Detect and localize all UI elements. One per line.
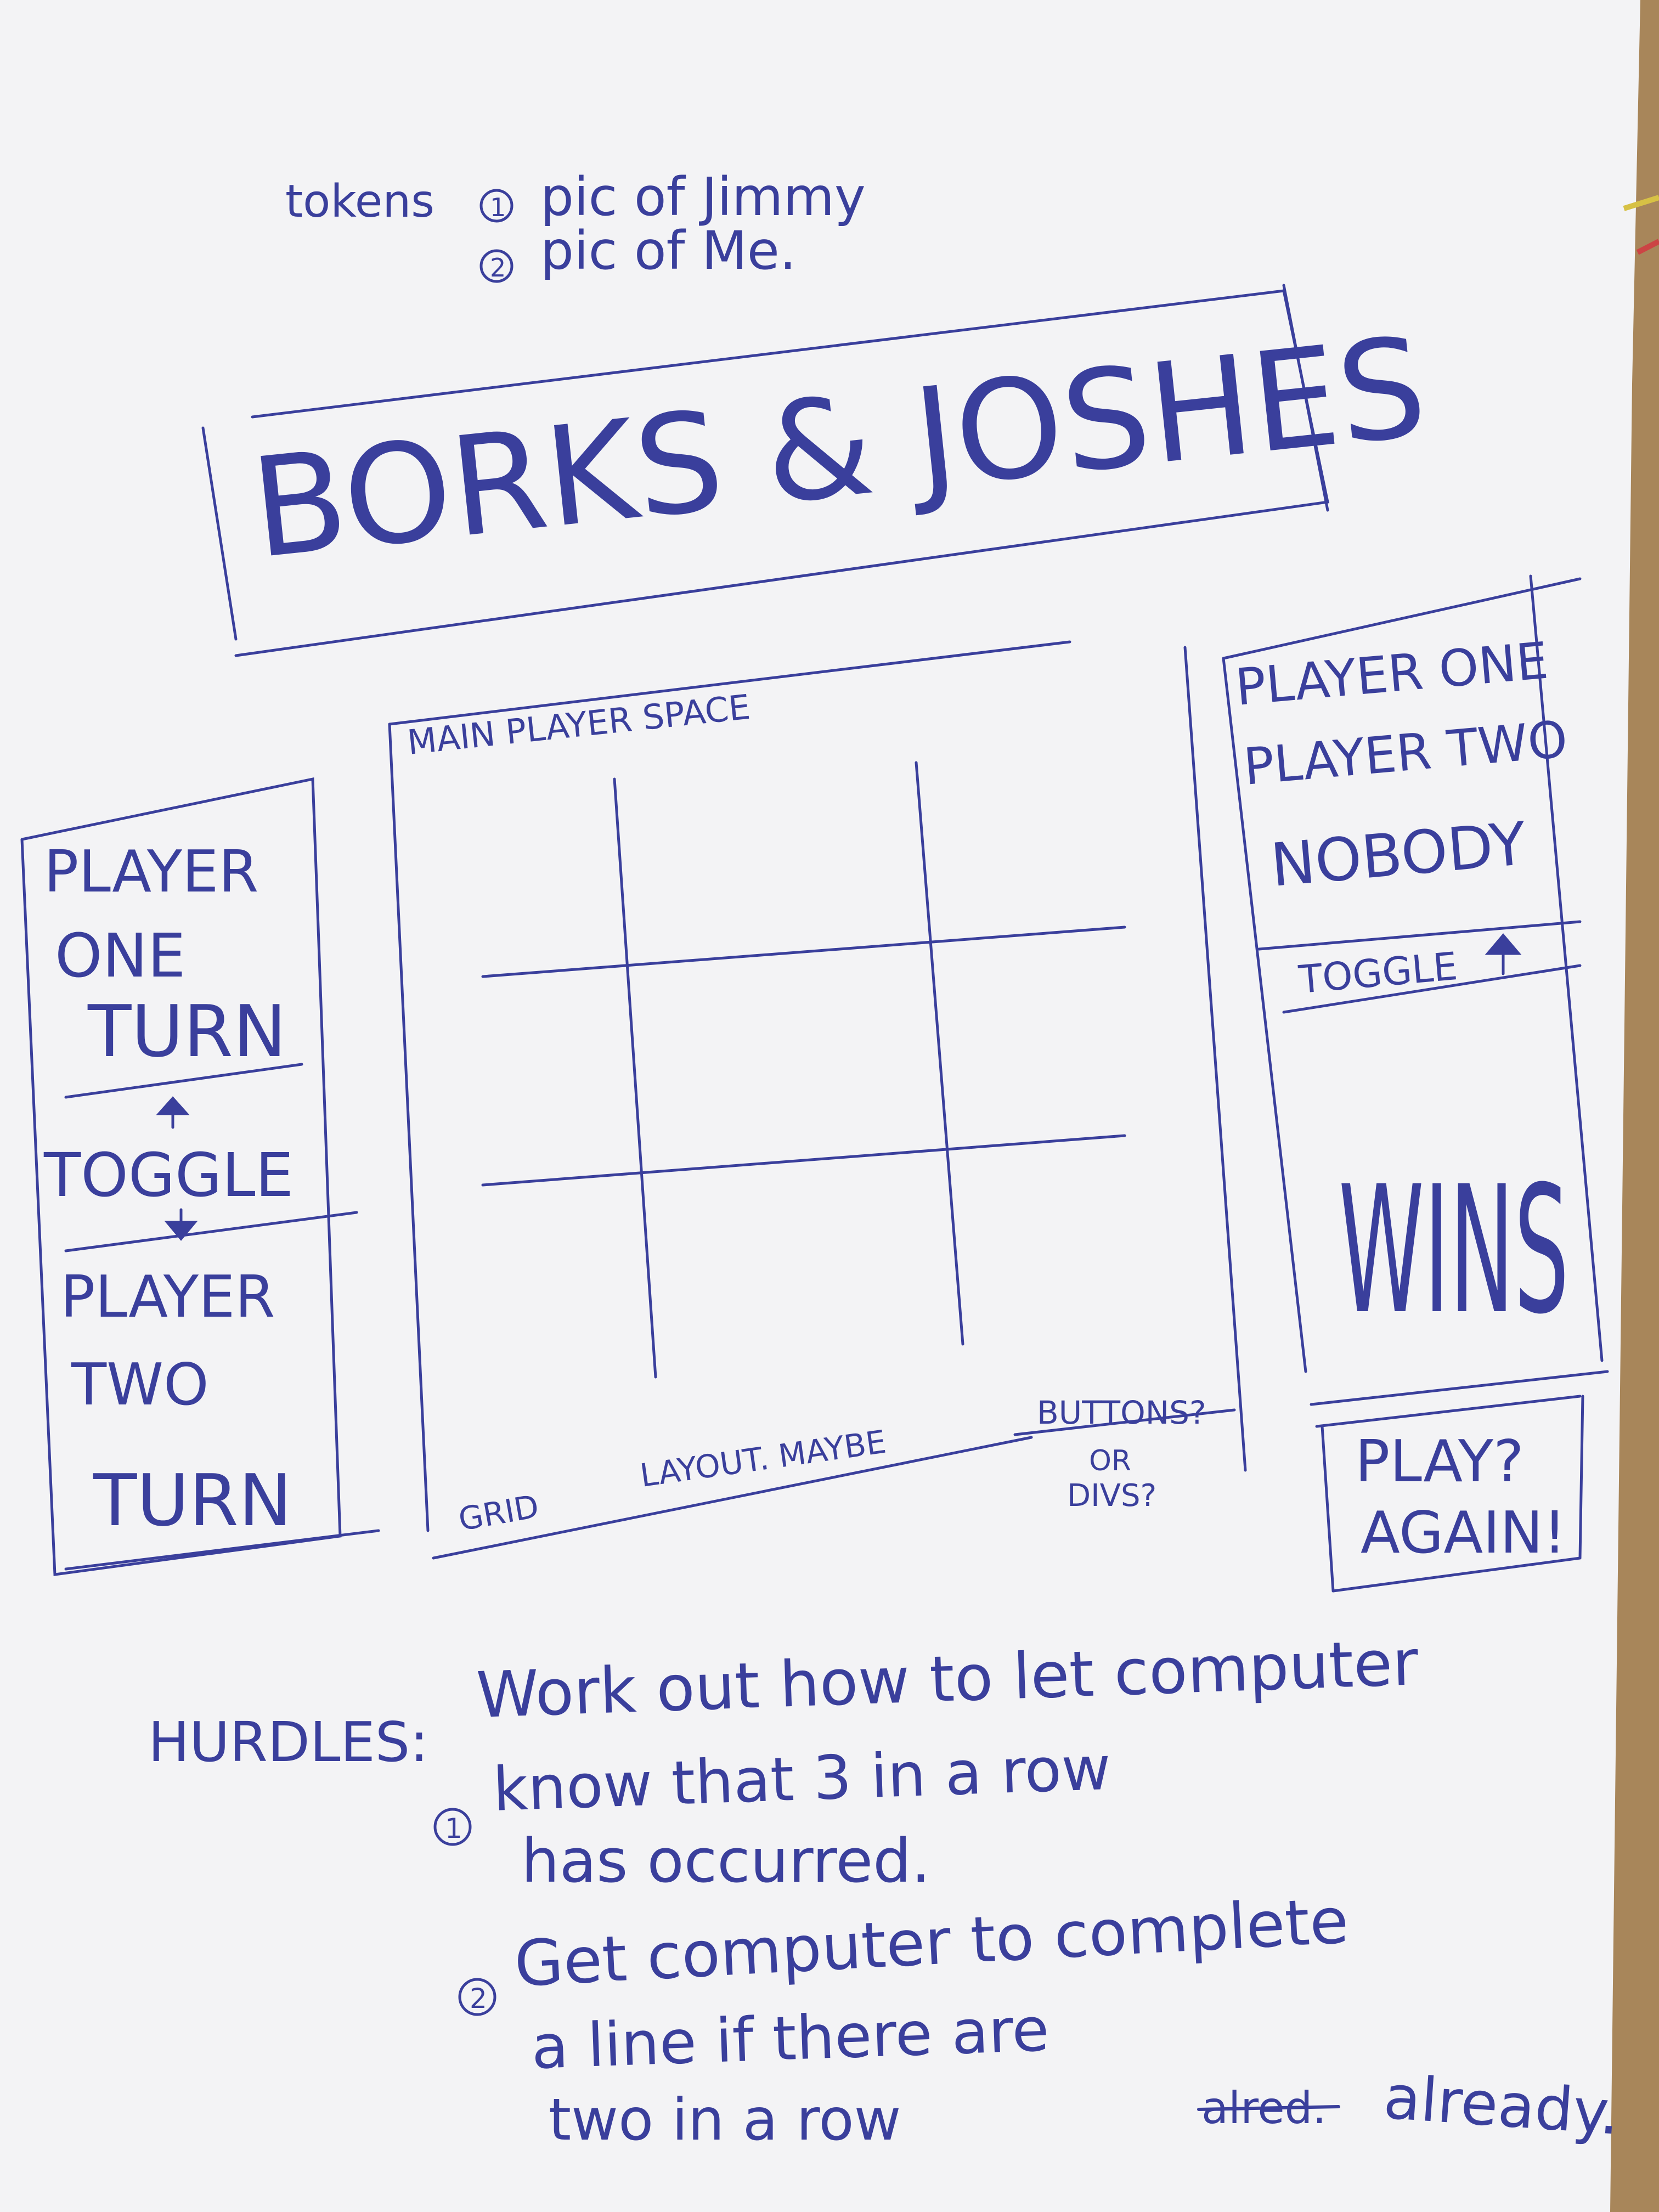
turn-toggle-label: TOGGLE bbox=[43, 1140, 294, 1210]
winner-panel bbox=[1222, 574, 1609, 1406]
wins-label: WINS bbox=[1339, 1149, 1569, 1353]
player-one-turn-line2: ONE bbox=[55, 921, 185, 991]
hurdle-2-number: 2 bbox=[470, 1983, 487, 2015]
player-two-turn-line2: TWO bbox=[71, 1351, 209, 1418]
player-two-turn-line1: PLAYER bbox=[60, 1263, 275, 1330]
arrow-up-icon bbox=[156, 1096, 190, 1129]
grid-note-5: DIVS? bbox=[1067, 1478, 1156, 1514]
player-two-turn-line3: TURN bbox=[93, 1459, 292, 1542]
turn-panel bbox=[20, 777, 380, 1576]
hurdle-1-circle bbox=[433, 1808, 472, 1846]
hurdle-1-line2: has occurred. bbox=[521, 1826, 930, 1896]
player-one-turn-line1: PLAYER bbox=[44, 838, 258, 905]
grid-note-4: OR bbox=[1089, 1444, 1131, 1477]
hurdle-2-already: already. bbox=[1381, 2062, 1622, 2148]
token-1-circle bbox=[479, 189, 514, 223]
arrow-down-icon bbox=[164, 1208, 198, 1241]
tokens-label: tokens bbox=[285, 176, 435, 228]
play-again-box[interactable] bbox=[1315, 1395, 1584, 1593]
arrow-up-icon bbox=[1485, 933, 1522, 975]
play-again-line1[interactable]: PLAY? bbox=[1355, 1428, 1524, 1495]
token-2-number: 2 bbox=[490, 253, 506, 283]
pencil-edge bbox=[1623, 195, 1659, 211]
player-one-turn-line3: TURN bbox=[87, 990, 286, 1073]
grid-note-3: BUTTONS? bbox=[1037, 1394, 1206, 1431]
game-grid bbox=[481, 761, 1126, 1379]
token-1-number: 1 bbox=[490, 193, 506, 222]
hurdles-label: HURDLES: bbox=[148, 1710, 428, 1774]
hurdle-2-line3: two in a row bbox=[549, 2086, 901, 2153]
hurdle-1-number: 1 bbox=[445, 1813, 462, 1844]
hurdle-2-circle bbox=[458, 1978, 496, 2016]
play-again-line2[interactable]: AGAIN! bbox=[1361, 1499, 1566, 1566]
main-player-space bbox=[388, 640, 1247, 1560]
token-1-text: pic of Jimmy bbox=[540, 166, 866, 228]
pencil-edge-red bbox=[1636, 239, 1659, 255]
token-2-circle bbox=[479, 249, 514, 283]
token-2-text: pic of Me. bbox=[540, 220, 796, 281]
